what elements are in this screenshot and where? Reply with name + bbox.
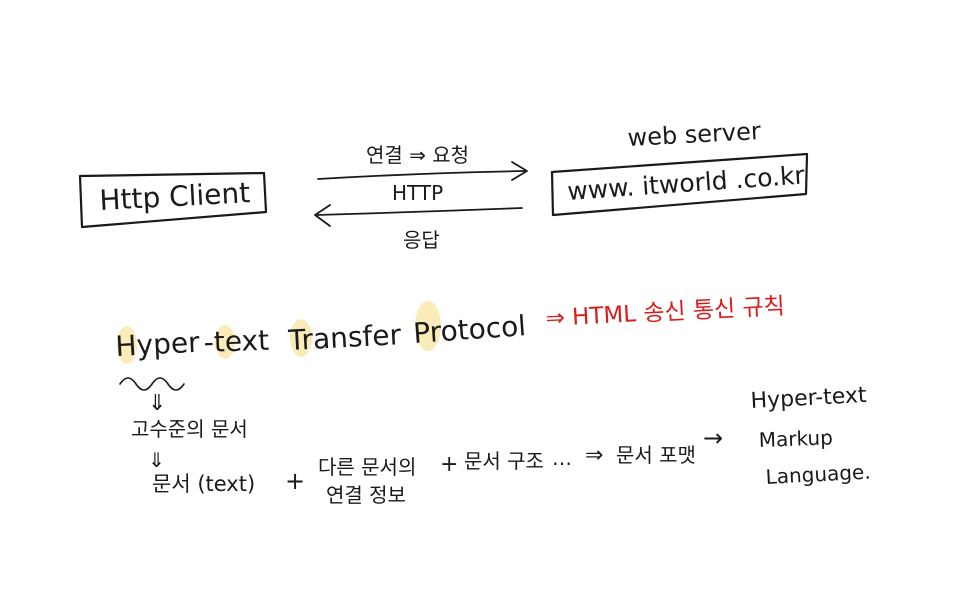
ellipsis: … — [552, 446, 572, 470]
response-arrow-line — [315, 207, 523, 216]
request-arrow-head — [511, 161, 528, 181]
breakdown-arrow-2: ⇓ — [148, 448, 165, 472]
highlight-h — [117, 326, 137, 364]
request-arrow-line — [317, 170, 527, 180]
term-document: 문서 (text) — [152, 472, 255, 496]
arrow-to-html: → — [703, 424, 723, 452]
plus-1: + — [285, 467, 305, 495]
breakdown-arrow-1: ⇓ — [148, 391, 166, 416]
server-box-outline — [550, 152, 809, 217]
red-note: ⇒ HTML 송신 통신 규칙 — [545, 293, 786, 331]
term-link-line1: 다른 문서의 — [318, 455, 416, 479]
client-box: Http Client — [78, 171, 268, 229]
protocol-label: HTTP — [392, 181, 443, 205]
server-caption: web server — [627, 117, 762, 152]
html-expansion: Hyper-text Markup Language. — [750, 383, 871, 489]
highlight-p — [415, 301, 441, 351]
word-transfer: Transfer — [287, 318, 403, 357]
highlight-t — [215, 325, 235, 359]
client-box-label: Http Client — [99, 176, 251, 217]
client-box-outline — [78, 171, 268, 229]
response-arrow: 응답 — [314, 204, 523, 252]
http-expansion: Hyper -text Transfer Protocol ⇒ HTML 송신 … — [115, 293, 786, 362]
term-format: 문서 포맷 — [616, 443, 696, 467]
highlight-t2 — [290, 319, 312, 357]
request-arrow: 연결 ⇒ 요청 — [317, 143, 528, 181]
term-structure: 문서 구조 — [464, 449, 544, 473]
response-label: 응답 — [403, 228, 440, 252]
html-line-2: Markup — [758, 425, 833, 452]
word-text: -text — [203, 324, 269, 359]
response-arrow-head — [314, 204, 331, 227]
html-line-1: Hyper-text — [750, 383, 868, 414]
breakdown-level1: 고수준의 문서 — [131, 417, 248, 441]
breakdown: ⇓ 고수준의 문서 ⇓ 문서 (text) + 다른 문서의 연결 정보 + 문… — [131, 391, 723, 507]
server-box: web server www. itworld .co.kr — [550, 117, 809, 217]
word-hyper: Hyper — [115, 326, 201, 363]
server-box-label: www. itworld .co.kr — [566, 160, 806, 206]
hyper-wavy-underline — [119, 377, 185, 391]
html-line-3: Language. — [765, 460, 871, 489]
request-label: 연결 ⇒ 요청 — [366, 143, 469, 167]
plus-2: + — [440, 452, 458, 477]
initial-highlights — [117, 301, 441, 364]
implies-arrow: ⇒ — [585, 443, 603, 468]
term-link-line2: 연결 정보 — [326, 483, 406, 507]
word-protocol: Protocol — [412, 309, 527, 350]
